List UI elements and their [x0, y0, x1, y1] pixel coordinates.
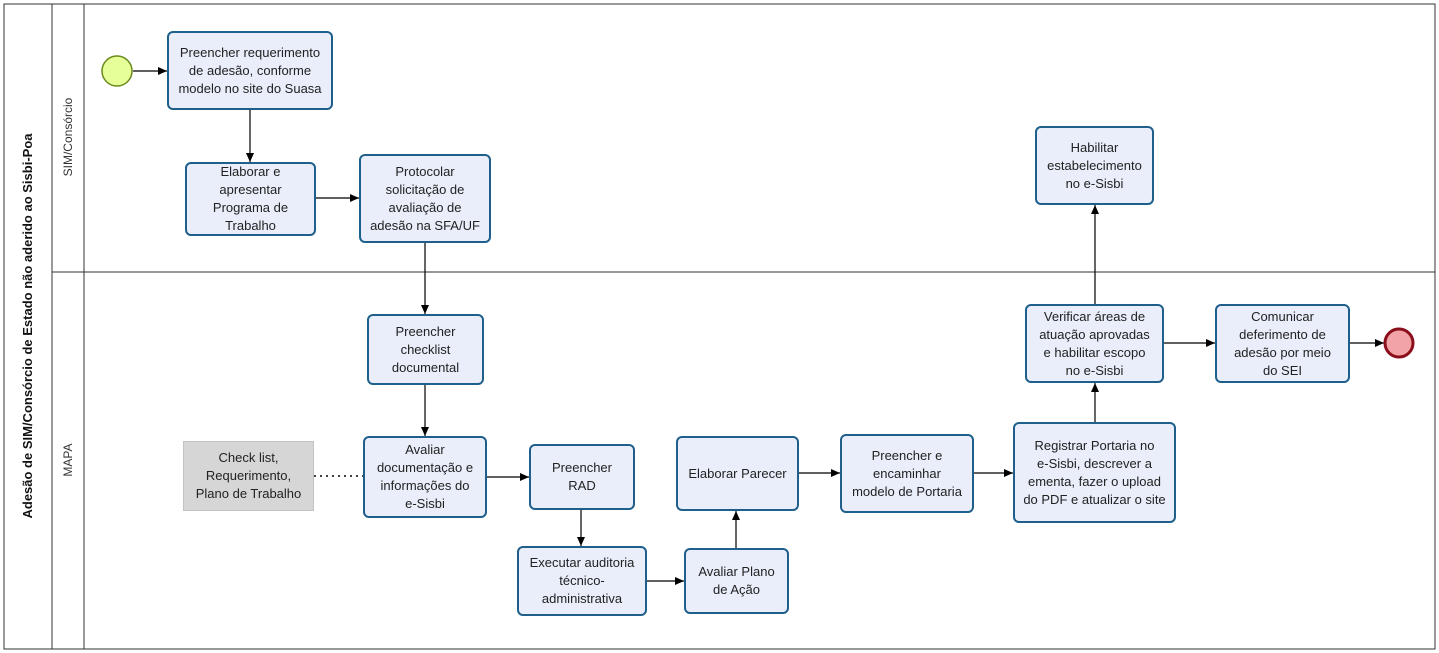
task-preencher-checklist[interactable]: Preencher checklist documental	[367, 314, 484, 385]
task-label: Verificar áreas de atuação aprovadas e h…	[1039, 308, 1150, 378]
task-verificar-areas[interactable]: Verificar áreas de atuação aprovadas e h…	[1025, 304, 1164, 383]
task-executar-auditoria[interactable]: Executar auditoria técnico- administrati…	[517, 546, 647, 616]
artifact-label: Check list, Requerimento, Plano de Traba…	[195, 450, 302, 501]
task-preencher-requerimento[interactable]: Preencher requerimento de adesão, confor…	[167, 31, 333, 110]
task-label: Avaliar documentação e informações do e-…	[376, 442, 474, 511]
task-label: Avaliar Plano de Ação	[698, 564, 775, 597]
task-registrar-portaria[interactable]: Registrar Portaria no e-Sisbi, descrever…	[1013, 422, 1176, 523]
data-artifact-checklist[interactable]: Check list, Requerimento, Plano de Traba…	[183, 441, 314, 511]
task-label: Preencher RAD	[552, 460, 612, 493]
task-label: Preencher checklist documental	[391, 323, 460, 375]
task-label: Preencher e encaminhar modelo de Portari…	[852, 447, 962, 499]
task-label: Habilitar estabelecimento no e-Sisbi	[1047, 139, 1142, 191]
task-preencher-rad[interactable]: Preencher RAD	[529, 444, 635, 510]
task-label: Preencher requerimento de adesão, confor…	[178, 44, 322, 96]
task-habilitar-estabelecimento[interactable]: Habilitar estabelecimento no e-Sisbi	[1035, 126, 1154, 205]
task-label: Executar auditoria técnico- administrati…	[529, 555, 635, 606]
pool-border	[3, 3, 1436, 650]
task-protocolar-solicitacao[interactable]: Protocolar solicitação de avaliação de a…	[359, 154, 491, 243]
lane-label-mapa: MAPA	[61, 443, 75, 477]
end-event	[1383, 327, 1415, 359]
pool-title: Adesão de SIM/Consórcio de Estado não ad…	[20, 133, 35, 519]
task-avaliar-documentacao[interactable]: Avaliar documentação e informações do e-…	[363, 436, 487, 518]
task-label: Elaborar e apresentar Programa de Trabal…	[212, 164, 289, 233]
task-label: Elaborar Parecer	[688, 465, 787, 481]
task-comunicar-deferimento[interactable]: Comunicar deferimento de adesão por meio…	[1215, 304, 1350, 383]
task-label: Comunicar deferimento de adesão por meio…	[1234, 308, 1331, 378]
lane-label-sim: SIM/Consórcio	[61, 97, 75, 177]
task-preencher-portaria[interactable]: Preencher e encaminhar modelo de Portari…	[840, 434, 974, 513]
task-elaborar-parecer[interactable]: Elaborar Parecer	[676, 436, 799, 511]
task-elaborar-programa[interactable]: Elaborar e apresentar Programa de Trabal…	[185, 162, 316, 236]
task-avaliar-plano[interactable]: Avaliar Plano de Ação	[684, 548, 789, 614]
start-event	[101, 55, 133, 87]
task-label: Protocolar solicitação de avaliação de a…	[370, 163, 480, 233]
task-label: Registrar Portaria no e-Sisbi, descrever…	[1023, 437, 1166, 507]
